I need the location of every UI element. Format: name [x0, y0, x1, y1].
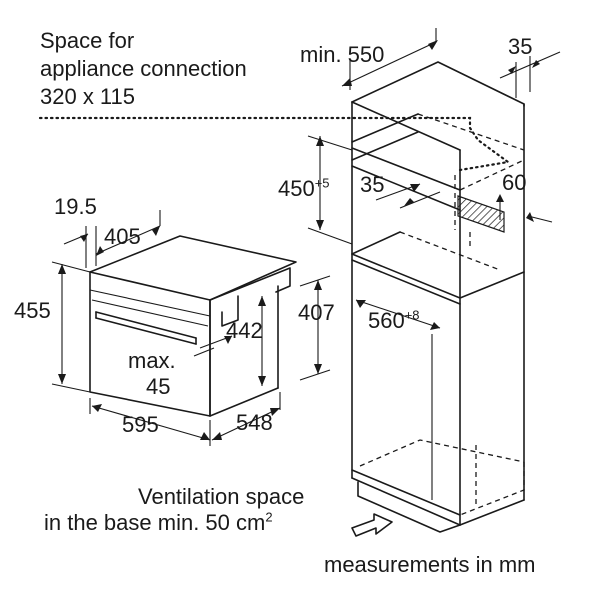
dim-19-5: 19.5 [54, 194, 97, 219]
dim-405: 405 [104, 224, 141, 249]
dim-max-label: max. [128, 348, 176, 373]
dim-450: 450+5 [278, 175, 330, 201]
dim-max-value: 45 [146, 374, 171, 399]
dim-min-550: min. 550 [300, 42, 385, 67]
ventilation-note-line2: in the base min. 50 cm2 [44, 509, 273, 535]
connection-note-line1: Space for [40, 28, 135, 53]
connection-note-line2: appliance connection [40, 56, 247, 81]
oven-body [89, 235, 297, 417]
connection-hatch-block [457, 195, 505, 233]
dim-560-tolerance: +8 [404, 307, 420, 323]
dim-595: 595 [122, 412, 159, 437]
dim-548: 548 [236, 410, 273, 435]
dim-35-mid: 35 [360, 172, 385, 197]
connection-space-line [38, 116, 511, 172]
tall-cabinet [351, 61, 525, 533]
dim-455: 455 [14, 298, 51, 323]
dim-442: 442 [226, 318, 263, 343]
dim-60: 60 [502, 170, 527, 195]
dim-407: 407 [298, 300, 335, 325]
dim-560-value: 560 [368, 308, 405, 333]
ventilation-note-text: in the base min. 50 cm [44, 510, 266, 535]
ventilation-note-unit-sup: 2 [265, 509, 273, 525]
dim-450-tolerance: +5 [314, 175, 330, 191]
units-note: measurements in mm [324, 552, 536, 577]
connection-note-line3: 320 x 115 [40, 84, 136, 109]
ventilation-note-line1: Ventilation space [138, 484, 305, 509]
dim-35-top: 35 [508, 34, 533, 59]
dim-560: 560+8 [368, 307, 420, 333]
dimension-lines [51, 28, 561, 537]
dim-450-value: 450 [278, 176, 315, 201]
